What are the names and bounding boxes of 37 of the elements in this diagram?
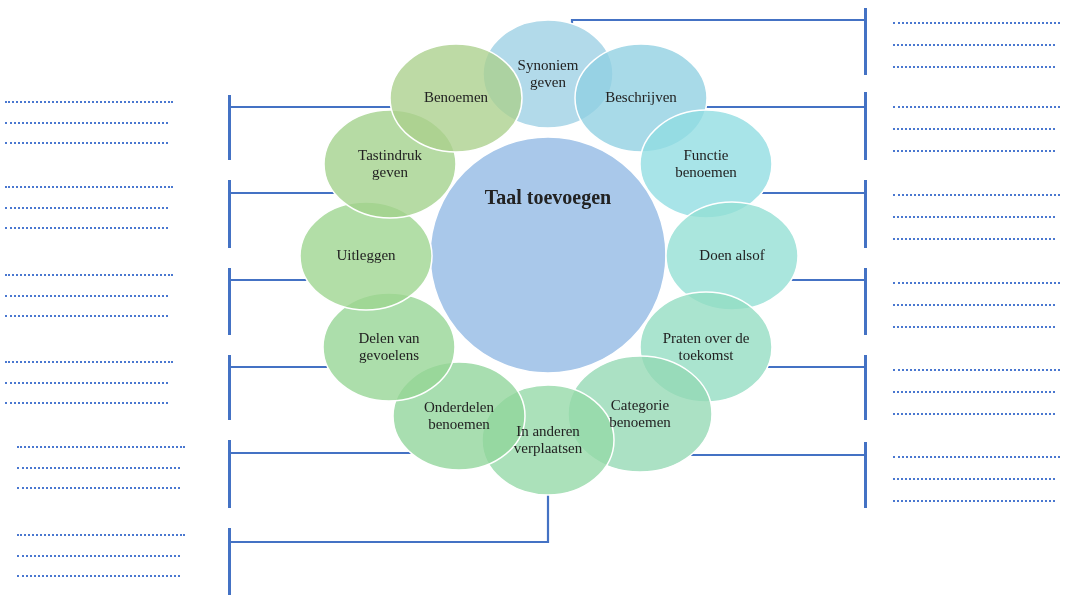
- topic-label: Delen van gevoelens: [357, 329, 421, 365]
- connector-line: [231, 365, 328, 369]
- center-title: Taal toevoegen: [483, 185, 613, 209]
- bracket-bar: [864, 92, 867, 160]
- connector-line: [231, 105, 391, 109]
- bracket-bar: [864, 355, 867, 420]
- connector-line: [791, 278, 864, 282]
- bracket-bar: [228, 355, 231, 420]
- bracket-bar: [864, 442, 867, 508]
- bracket-bar: [228, 528, 231, 595]
- topic-label: Onderdelen benoemen: [423, 398, 495, 434]
- connector-line: [767, 365, 864, 369]
- topic-label: Benoemen: [422, 89, 490, 107]
- topic-label: Beschrijven: [604, 89, 678, 107]
- connector-line: [690, 453, 864, 457]
- topic-label: Functie benoemen: [674, 146, 738, 182]
- bracket-bar: [864, 268, 867, 335]
- connector-line: [231, 191, 335, 195]
- bracket-bar: [228, 268, 231, 335]
- connector-line: [570, 18, 864, 24]
- topic-label: Categorie benoemen: [608, 396, 672, 432]
- topic-label: Synoniem geven: [516, 56, 580, 92]
- connector-line: [706, 105, 864, 109]
- topic-label: Doen alsof: [698, 247, 766, 265]
- topic-label: Uitleggen: [335, 247, 397, 265]
- bracket-bar: [864, 180, 867, 248]
- bracket-bar: [228, 440, 231, 508]
- bracket-bar: [864, 8, 867, 75]
- connector-line: [231, 451, 411, 455]
- bracket-bar: [228, 180, 231, 248]
- topic-label: Tastindruk geven: [357, 146, 423, 182]
- topic-label: Praten over de toekomst: [661, 329, 751, 365]
- connector-line: [231, 278, 307, 282]
- connector-line: [761, 191, 864, 195]
- connector-line: [231, 495, 550, 544]
- topic-label: In anderen verplaatsen: [512, 422, 584, 458]
- bracket-bar: [228, 95, 231, 160]
